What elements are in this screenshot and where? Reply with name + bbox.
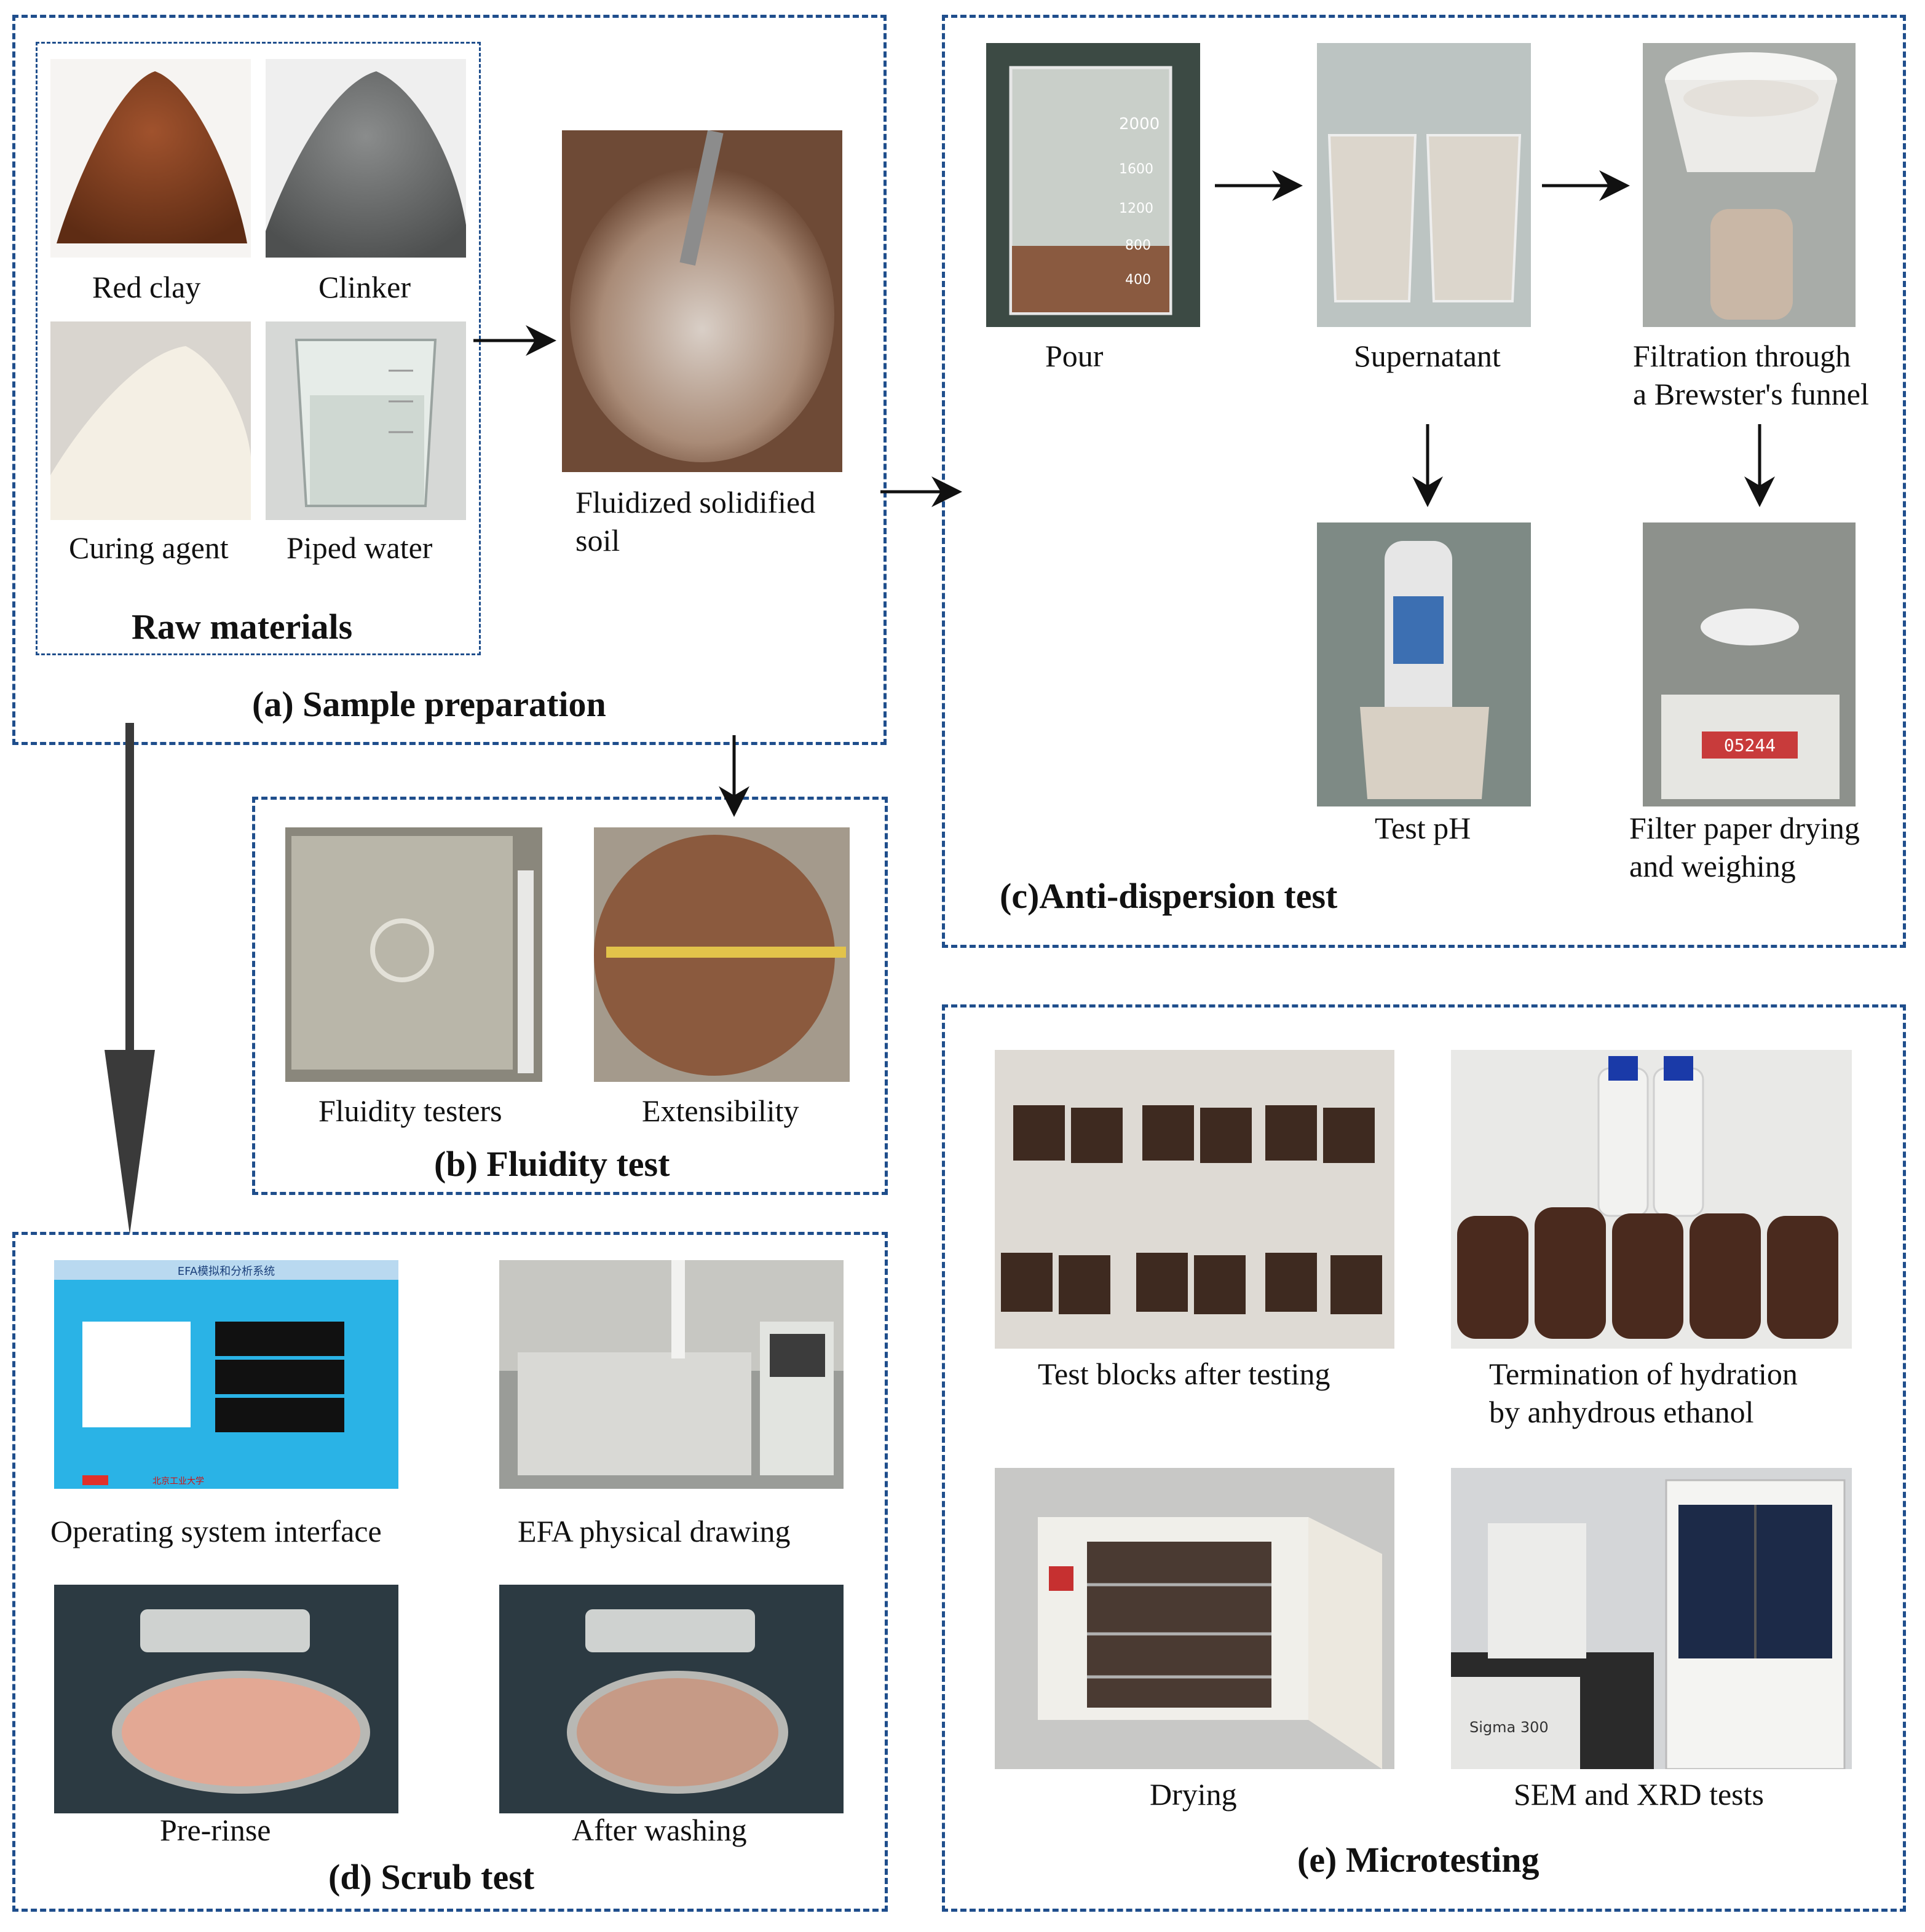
raw-materials-box	[36, 42, 481, 655]
panel-d-title: (d) Scrub test	[328, 1857, 535, 1897]
termination-caption-line1: Termination of hydration	[1489, 1357, 1798, 1391]
panel-a-title: (a) Sample preparation	[252, 684, 606, 724]
fluidity-tester-photo	[285, 827, 542, 1082]
sem-xrd-caption: SEM and XRD tests	[1514, 1777, 1764, 1812]
sem-xrd-photo: Sigma 300	[1451, 1468, 1852, 1769]
test-blocks-photo	[995, 1050, 1394, 1349]
filtration-caption-line1: Filtration through	[1633, 339, 1851, 373]
piped-water-photo	[266, 321, 466, 520]
extensibility-photo	[594, 827, 850, 1082]
test-ph-caption: Test pH	[1375, 811, 1471, 845]
efa-drawing-caption: EFA physical drawing	[518, 1514, 791, 1548]
filtration-caption-line2: a Brewster's funnel	[1633, 377, 1869, 411]
red-clay-caption: Red clay	[92, 270, 201, 304]
balance-readout: 05244	[1724, 735, 1776, 755]
termination-caption-line2: by anhydrous ethanol	[1489, 1395, 1754, 1429]
filtration-photo	[1643, 43, 1856, 327]
filter-paper-caption-line2: and weighing	[1629, 849, 1796, 883]
after-washing-caption: After washing	[572, 1813, 747, 1847]
sem-instrument-label: Sigma 300	[1469, 1719, 1549, 1736]
efa-drawing-photo	[499, 1260, 844, 1489]
pour-beaker-mark-1200: 1200	[1119, 201, 1153, 216]
pour-beaker-mark-400: 400	[1125, 272, 1151, 288]
supernatant-caption: Supernatant	[1354, 339, 1501, 373]
red-clay-photo	[50, 59, 251, 258]
fluidized-soil-caption-line1: Fluidized solidified	[575, 485, 816, 519]
clinker-caption: Clinker	[318, 270, 411, 304]
os-window-title: EFA模拟和分析系统	[178, 1265, 275, 1278]
curing-agent-caption: Curing agent	[69, 530, 229, 565]
test-blocks-caption: Test blocks after testing	[1038, 1357, 1330, 1391]
pour-beaker-mark-1600: 1600	[1119, 162, 1153, 177]
arrow-a-to-d-head	[105, 1050, 155, 1234]
panel-b-title: (b) Fluidity test	[434, 1144, 670, 1184]
pre-rinse-caption: Pre-rinse	[160, 1813, 271, 1847]
arrow-a-to-d-shaft	[125, 723, 134, 1055]
operating-system-caption: Operating system interface	[50, 1514, 382, 1548]
panel-b-fluidity-test	[252, 797, 888, 1195]
fluidity-testers-caption: Fluidity testers	[318, 1094, 502, 1128]
clinker-photo	[266, 59, 466, 258]
fluidized-soil-caption-line2: soil	[575, 523, 620, 558]
pour-beaker-mark-2000: 2000	[1119, 115, 1160, 133]
os-footer: 北京工业大学	[152, 1477, 204, 1486]
panel-e-title: (e) Microtesting	[1297, 1840, 1540, 1880]
drying-caption: Drying	[1150, 1777, 1237, 1812]
supernatant-photo	[1317, 43, 1531, 327]
pour-caption: Pour	[1045, 339, 1104, 373]
pour-beaker-mark-800: 800	[1125, 238, 1151, 253]
curing-agent-photo	[50, 321, 251, 520]
after-washing-photo	[499, 1585, 844, 1813]
panel-d-scrub-test	[12, 1232, 888, 1912]
piped-water-caption: Piped water	[287, 530, 433, 565]
panel-e-microtesting	[942, 1004, 1906, 1912]
panel-a-sample-preparation	[12, 15, 887, 745]
extensibility-caption: Extensibility	[642, 1094, 799, 1128]
filter-paper-photo: 05244	[1643, 522, 1856, 806]
test-ph-photo	[1317, 522, 1531, 806]
filter-paper-caption-line1: Filter paper drying	[1629, 811, 1860, 845]
pre-rinse-photo	[54, 1585, 398, 1813]
drying-photo	[995, 1468, 1394, 1769]
termination-photo	[1451, 1050, 1852, 1349]
raw-materials-title: Raw materials	[132, 607, 353, 647]
fluidized-soil-photo	[562, 130, 842, 472]
panel-c-title: (c)Anti-dispersion test	[1000, 876, 1338, 916]
operating-system-photo: EFA模拟和分析系统 北京工业大学	[54, 1260, 398, 1489]
pour-photo: 2000 1600 1200 800 400	[986, 43, 1200, 327]
